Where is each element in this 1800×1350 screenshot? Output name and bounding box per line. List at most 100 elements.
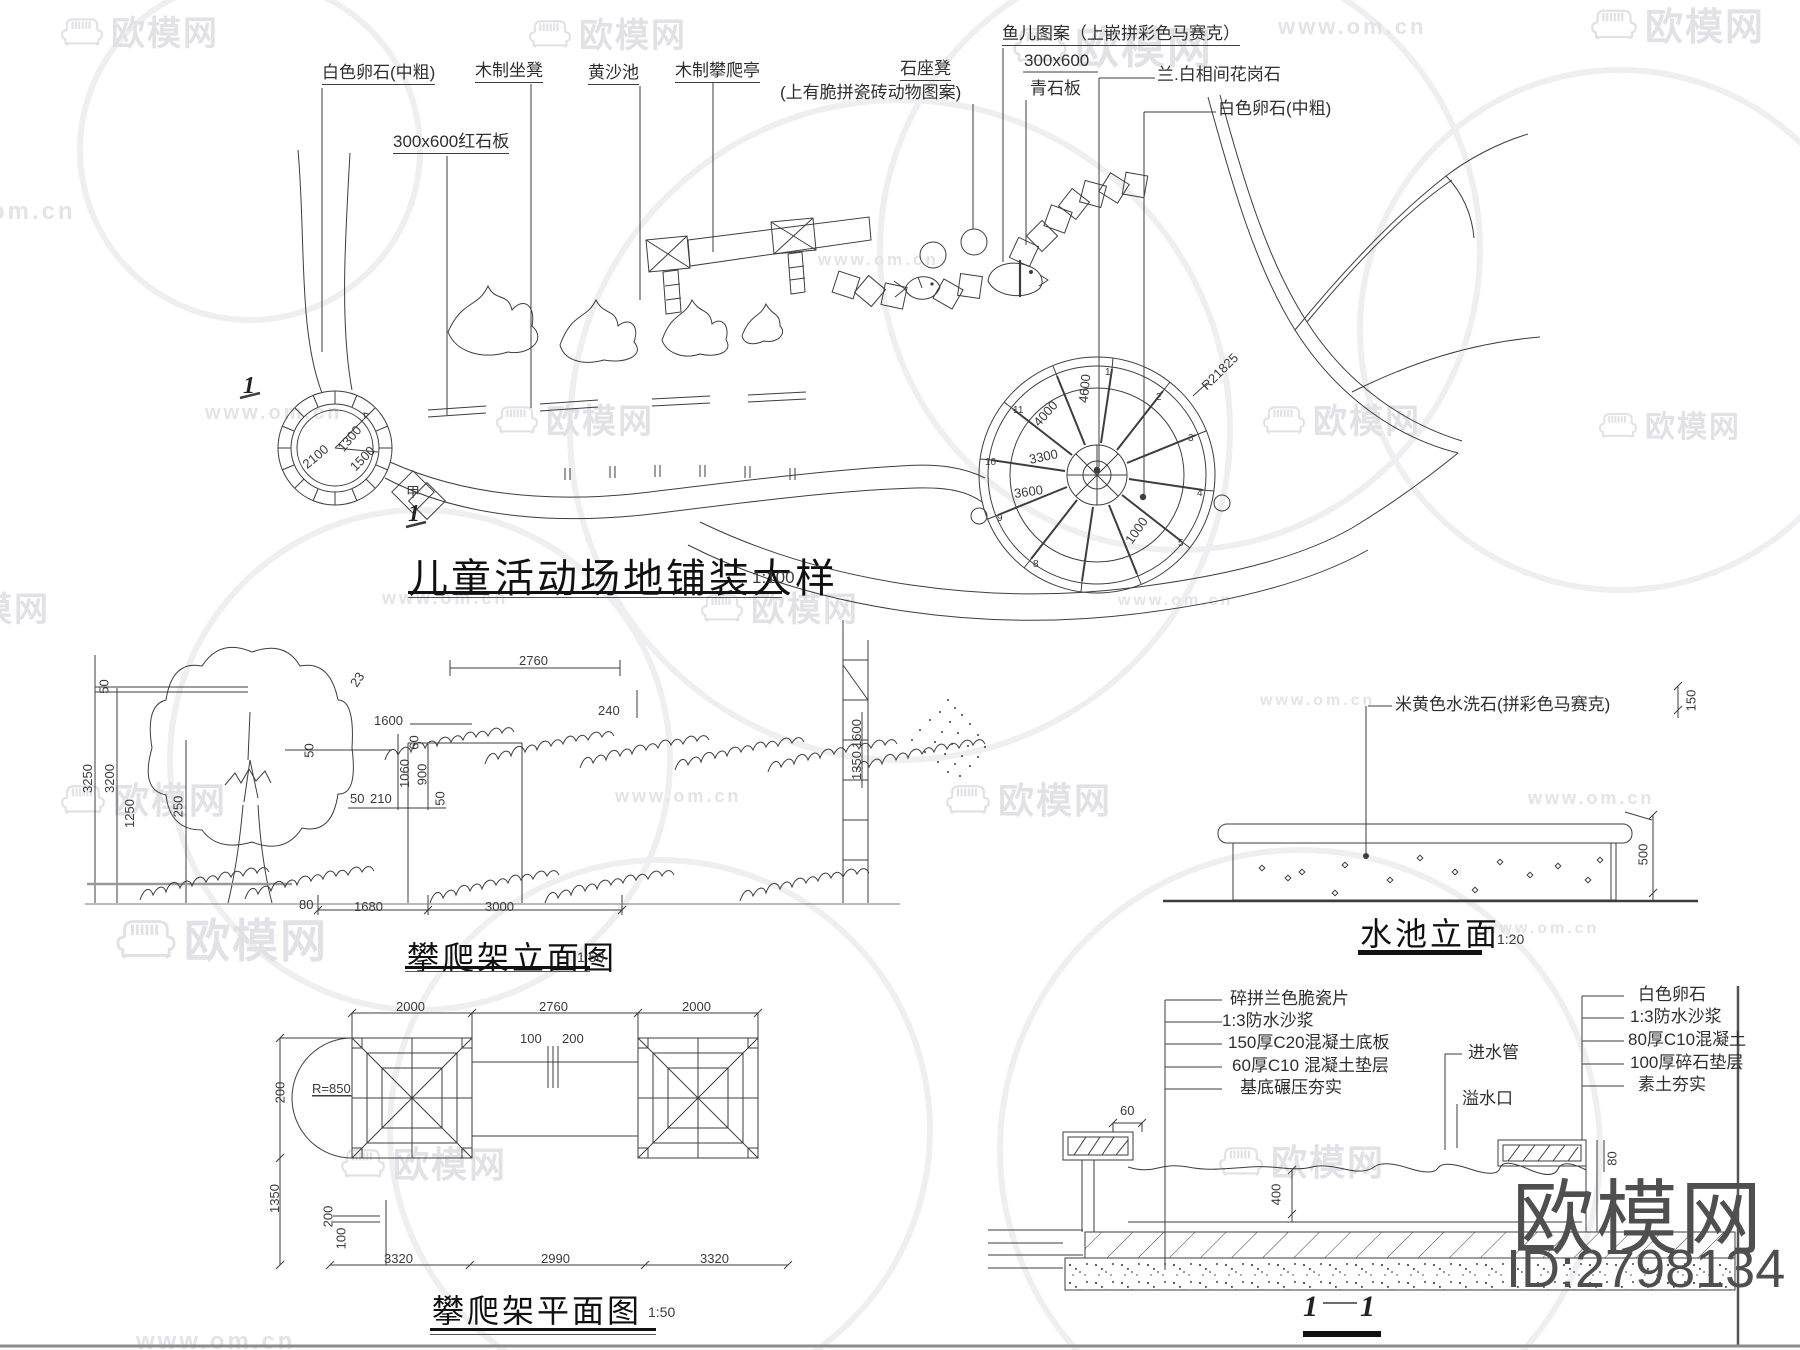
watermark-url: www.om.cn [1528, 788, 1655, 808]
elevation-spray-dots [911, 699, 986, 777]
dim-label: 50 [432, 791, 448, 806]
watermark-url: www.om.cn [1260, 692, 1376, 709]
plan-label-blue-slab: 青石板 [1030, 79, 1081, 98]
datum-mark: 甲 [406, 484, 420, 500]
section-title-number: 1 [1303, 1290, 1318, 1323]
plan-label-wood-bench: 木制坐凳 [475, 61, 543, 83]
dim-label: 500 [1635, 843, 1651, 866]
dim-label: 3200 [101, 764, 117, 793]
spoke-number: 5 [1178, 538, 1184, 549]
watermark-brand: 欧模网 [1590, 0, 1765, 51]
dim-label: 3600 [1013, 482, 1044, 501]
spoke-number: 4 [1197, 488, 1203, 499]
pool-note: 米黄色水洗石(拼彩色马赛克) [1395, 695, 1611, 714]
plan-label-red-slab: 300x600红石板 [393, 132, 510, 154]
section-drawing [0, 986, 1800, 1348]
title-underline [430, 1334, 656, 1335]
section-label-inlet: 进水管 [1468, 1043, 1519, 1062]
image-id-badge: ID:2798134 [1506, 1239, 1786, 1299]
elevation-drawing [85, 620, 986, 915]
dim-label: 1600 [848, 719, 864, 748]
section-label: 素土夯实 [1638, 1075, 1706, 1094]
section-label: 1:3防水沙浆 [1630, 1007, 1722, 1026]
section-label-overflow: 溢水口 [1462, 1089, 1513, 1108]
plan2-scale: 1:50 [648, 1304, 676, 1320]
section-title-number: 1 [1360, 1290, 1375, 1323]
section-label: 80厚C10混凝土 [1628, 1030, 1747, 1049]
section-label: 150厚C20混凝土底板 [1228, 1033, 1390, 1052]
dim-label: 4600 [1075, 373, 1094, 404]
title-underline [408, 591, 782, 594]
plan-label-white-pebble: 白色卵石(中粗) [322, 63, 436, 85]
section-label: 1:3防水沙浆 [1222, 1011, 1314, 1030]
watermark-brand: 欧模网 [1262, 394, 1421, 443]
dim-label: 2000 [396, 999, 425, 1014]
watermark-brand: 欧模网 [1012, 12, 1213, 76]
dim-label: 3320 [700, 1251, 729, 1266]
pool-title: 水池立面 [1360, 916, 1501, 952]
watermark-url: om.cn [0, 198, 76, 225]
watermark-brand: 欧模网 [1218, 1134, 1385, 1186]
section-cut-mark: 1 [408, 501, 420, 527]
dim-label: 150 [1683, 689, 1699, 712]
elevation-title: 攀爬架立面图 [407, 940, 618, 976]
watermark-url: www.om.cn [1484, 920, 1600, 937]
dim-label: 200 [320, 1205, 336, 1228]
dim-label: 200 [272, 1081, 288, 1104]
title-underline [408, 597, 782, 598]
watermark-brand: 欧模网 [60, 6, 219, 55]
plan2-title: 攀爬架平面图 [432, 1293, 643, 1329]
watermark-url: www.om.cn [1118, 592, 1234, 609]
spoke-number: 1 [1105, 367, 1111, 378]
spoke-number: 3 [1188, 433, 1194, 444]
section-label: 碎拼兰色脆瓷片 [1230, 989, 1349, 1008]
watermark-brand: 欧模网 [115, 905, 328, 971]
dim-label: 3000 [485, 899, 514, 914]
dim-label: 1350 [848, 751, 864, 780]
title-underline [405, 971, 590, 972]
plan-label-stone-bench: 石座凳 [900, 59, 951, 81]
spoke-number: 10 [985, 457, 997, 468]
plan-label-granite: 兰.白相间花岗石 [1157, 65, 1281, 84]
spoke-number: 2 [1156, 392, 1162, 403]
watermark-url: www.om.cn [818, 250, 939, 269]
dim-label: 240 [598, 703, 620, 718]
dim-label: 400 [1268, 1183, 1284, 1206]
dim-label: 2760 [519, 653, 548, 668]
watermark-brand: 欧模网 [0, 591, 50, 629]
title-underline [1358, 950, 1482, 955]
plan-label-blue-slab-size: 300x600 [1024, 51, 1090, 70]
plan-label-white-pebble2: 白色卵石(中粗) [1218, 99, 1332, 118]
title-underline [430, 1328, 656, 1331]
plan-label-stone-bench-sub: (上有脆拼瓷砖动物图案) [780, 83, 962, 102]
dim-label: 3250 [79, 764, 95, 793]
dim-label: 1600 [374, 713, 403, 728]
dim-label: 50 [350, 791, 365, 806]
dim-label: 50 [301, 743, 317, 758]
section-label: 100厚碎石垫层 [1630, 1053, 1744, 1072]
section-label: 60厚C10 混凝土垫层 [1232, 1056, 1389, 1075]
plan-scale: 1:100 [752, 568, 795, 587]
title-underline [1303, 1331, 1381, 1337]
plan-leader-dots [930, 270, 1147, 501]
watermark-brand: 欧模网 [1598, 402, 1741, 446]
dim-label: 100 [520, 1031, 542, 1046]
watermark-url: www.om.cn [205, 402, 343, 424]
watermark-url: www.om.cn [1278, 14, 1427, 39]
section-cut-mark: 1 [243, 373, 255, 399]
dim-label: 1680 [354, 899, 383, 914]
title-underline [405, 966, 590, 969]
dim-label: 2000 [682, 999, 711, 1014]
radius-label: R=850 [312, 1081, 351, 1096]
watermark-brand: 欧模网 [528, 8, 687, 57]
pool-elevation-drawing [1163, 681, 1698, 903]
plan-label-fish: 鱼儿图案（上嵌拼彩色马赛克） [1002, 24, 1240, 46]
dim-label: 100 [333, 1227, 349, 1250]
dim-label: 1250 [121, 799, 137, 828]
plan-label-wood-pavilion: 木制攀爬亭 [675, 61, 760, 83]
site-logo: 欧模网 [1512, 1174, 1765, 1265]
spoke-number: 8 [1033, 559, 1039, 570]
